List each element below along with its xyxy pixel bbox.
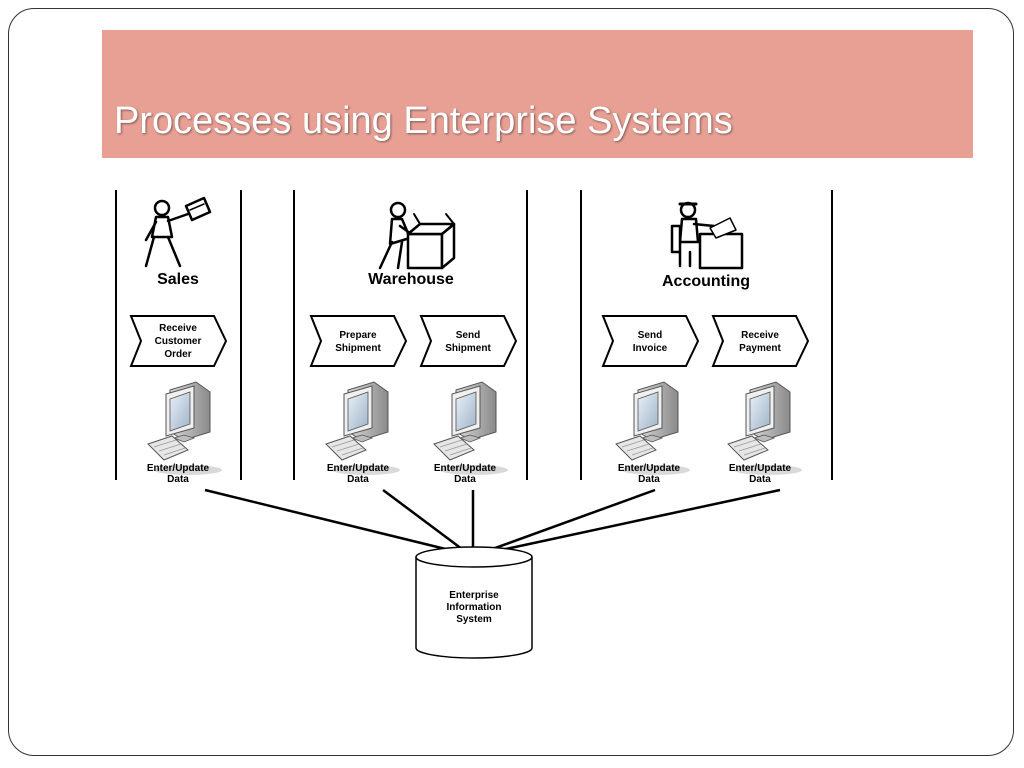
svg-text:Send: Send <box>456 330 480 341</box>
title-bar: Processes using Enterprise Systems <box>102 30 973 158</box>
svg-text:Order: Order <box>164 349 191 360</box>
svg-text:Shipment: Shipment <box>445 343 491 354</box>
svg-text:Prepare: Prepare <box>339 330 377 341</box>
connector-lines <box>204 488 781 557</box>
svg-text:Receive: Receive <box>159 323 197 334</box>
database-label: Enterprise <box>449 590 499 601</box>
department-label-warehouse: Warehouse <box>368 271 454 288</box>
svg-text:Enter/Update: Enter/Update <box>327 463 390 474</box>
svg-text:Payment: Payment <box>739 343 781 354</box>
svg-text:Enter/Update: Enter/Update <box>729 463 792 474</box>
person-with-box-icon <box>378 201 456 270</box>
computer-terminal-icon <box>147 381 223 476</box>
slide-title: Processes using Enterprise Systems <box>114 100 733 142</box>
computer-terminal-accounting-payment: Enter/Update Data <box>727 381 803 485</box>
svg-text:Data: Data <box>638 474 660 485</box>
walking-person-with-document-icon <box>144 196 212 268</box>
svg-text:Data: Data <box>167 474 189 485</box>
process-step-prepare-shipment: Prepare Shipment <box>309 315 408 367</box>
computer-terminal-icon <box>325 381 401 476</box>
process-step-send-shipment: Send Shipment <box>419 315 518 367</box>
computer-terminal-icon <box>615 381 691 476</box>
svg-text:Enter/Update: Enter/Update <box>434 463 497 474</box>
computer-terminal-sales: Enter/Update Data <box>147 381 223 485</box>
svg-text:System: System <box>456 614 492 625</box>
svg-text:Data: Data <box>749 474 771 485</box>
svg-text:Enter/Update: Enter/Update <box>618 463 681 474</box>
svg-text:Information: Information <box>447 602 502 613</box>
department-label-sales: Sales <box>157 271 199 288</box>
person-at-desk-icon <box>670 201 744 270</box>
process-step-receive-payment: Receive Payment <box>711 315 810 367</box>
department-label-accounting: Accounting <box>662 273 750 290</box>
computer-terminal-warehouse-send: Enter/Update Data <box>433 381 509 485</box>
database-cylinder-icon: Enterprise Information System <box>415 546 533 659</box>
svg-text:Data: Data <box>347 474 369 485</box>
svg-text:Enter/Update: Enter/Update <box>147 463 210 474</box>
computer-terminal-icon <box>433 381 509 476</box>
computer-terminal-accounting-invoice: Enter/Update Data <box>615 381 691 485</box>
svg-text:Shipment: Shipment <box>335 343 381 354</box>
svg-text:Receive: Receive <box>741 330 779 341</box>
computer-terminal-warehouse-prepare: Enter/Update Data <box>325 381 401 485</box>
svg-text:Invoice: Invoice <box>633 343 668 354</box>
svg-text:Send: Send <box>638 330 662 341</box>
svg-text:Data: Data <box>454 474 476 485</box>
computer-terminal-icon <box>727 381 803 476</box>
process-step-send-invoice: Send Invoice <box>601 315 700 367</box>
svg-text:Customer: Customer <box>155 336 202 347</box>
process-step-receive-customer-order: Receive Customer Order <box>129 315 228 367</box>
